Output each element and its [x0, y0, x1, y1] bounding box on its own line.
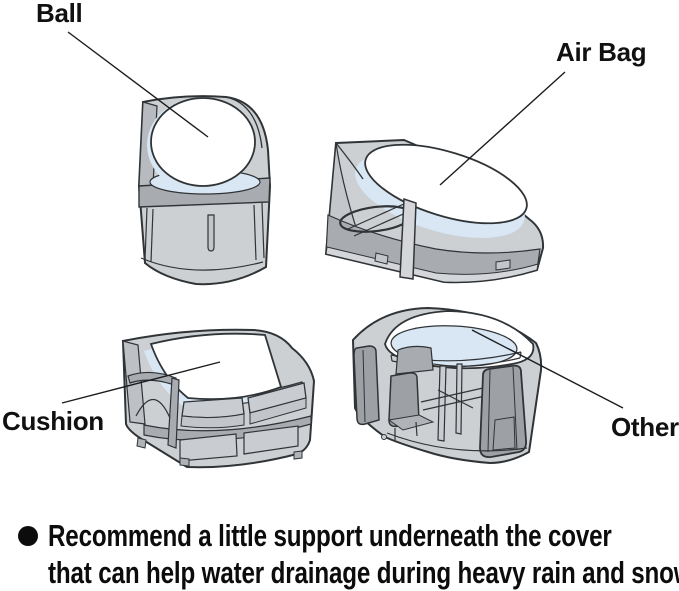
covered-loveseat-illustration: [121, 328, 316, 469]
dining-chair-left-line: [362, 349, 366, 423]
chair-back-inner-edge: [225, 96, 263, 149]
dining-chair-right: [479, 364, 528, 458]
loveseat-feet: [136, 437, 303, 467]
recommendation-note: Recommend a little support underneath th…: [48, 517, 679, 591]
chaise-ridge-fold: [335, 142, 364, 180]
chaise-hem-notches: [374, 252, 511, 271]
dining-foot-nub: [381, 434, 387, 440]
note-line-2: that can help water drainage during heav…: [48, 555, 679, 590]
loveseat-seat-fronts: [180, 397, 307, 429]
dining-chair-front-left-seat: [387, 414, 435, 431]
covered-dining-set-illustration: [351, 306, 543, 465]
chair-skirt-vent-slit: [207, 214, 215, 252]
chaise-strap: [399, 197, 417, 280]
chaise-hem-strip: [325, 246, 539, 283]
bullet-icon: [18, 526, 38, 546]
cushion-label: Cushion: [2, 406, 104, 436]
ball-label: Ball: [36, 0, 83, 28]
covered-chaise-illustration: [324, 138, 545, 284]
chair-ball-bulge: [150, 97, 256, 187]
dining-chair-left: [353, 345, 380, 426]
loveseat-front-panels: [179, 425, 299, 462]
loveseat-seat-left: [181, 397, 245, 419]
air-bag-label: Air Bag: [556, 37, 647, 67]
dining-table-apron: [390, 351, 522, 368]
dining-table-legs: [437, 363, 463, 442]
other-label: Other: [611, 412, 679, 442]
dining-hem-line: [386, 432, 528, 452]
note-line-1: Recommend a little support underneath th…: [48, 518, 612, 553]
dining-chair-right-panel: [492, 416, 516, 451]
covered-chair-illustration: [137, 95, 272, 286]
chair-hem-line: [140, 257, 264, 271]
dining-chair-back-middle: [395, 345, 434, 375]
dining-chair-legs: [394, 421, 418, 441]
chair-skirt-folds: [144, 202, 265, 263]
